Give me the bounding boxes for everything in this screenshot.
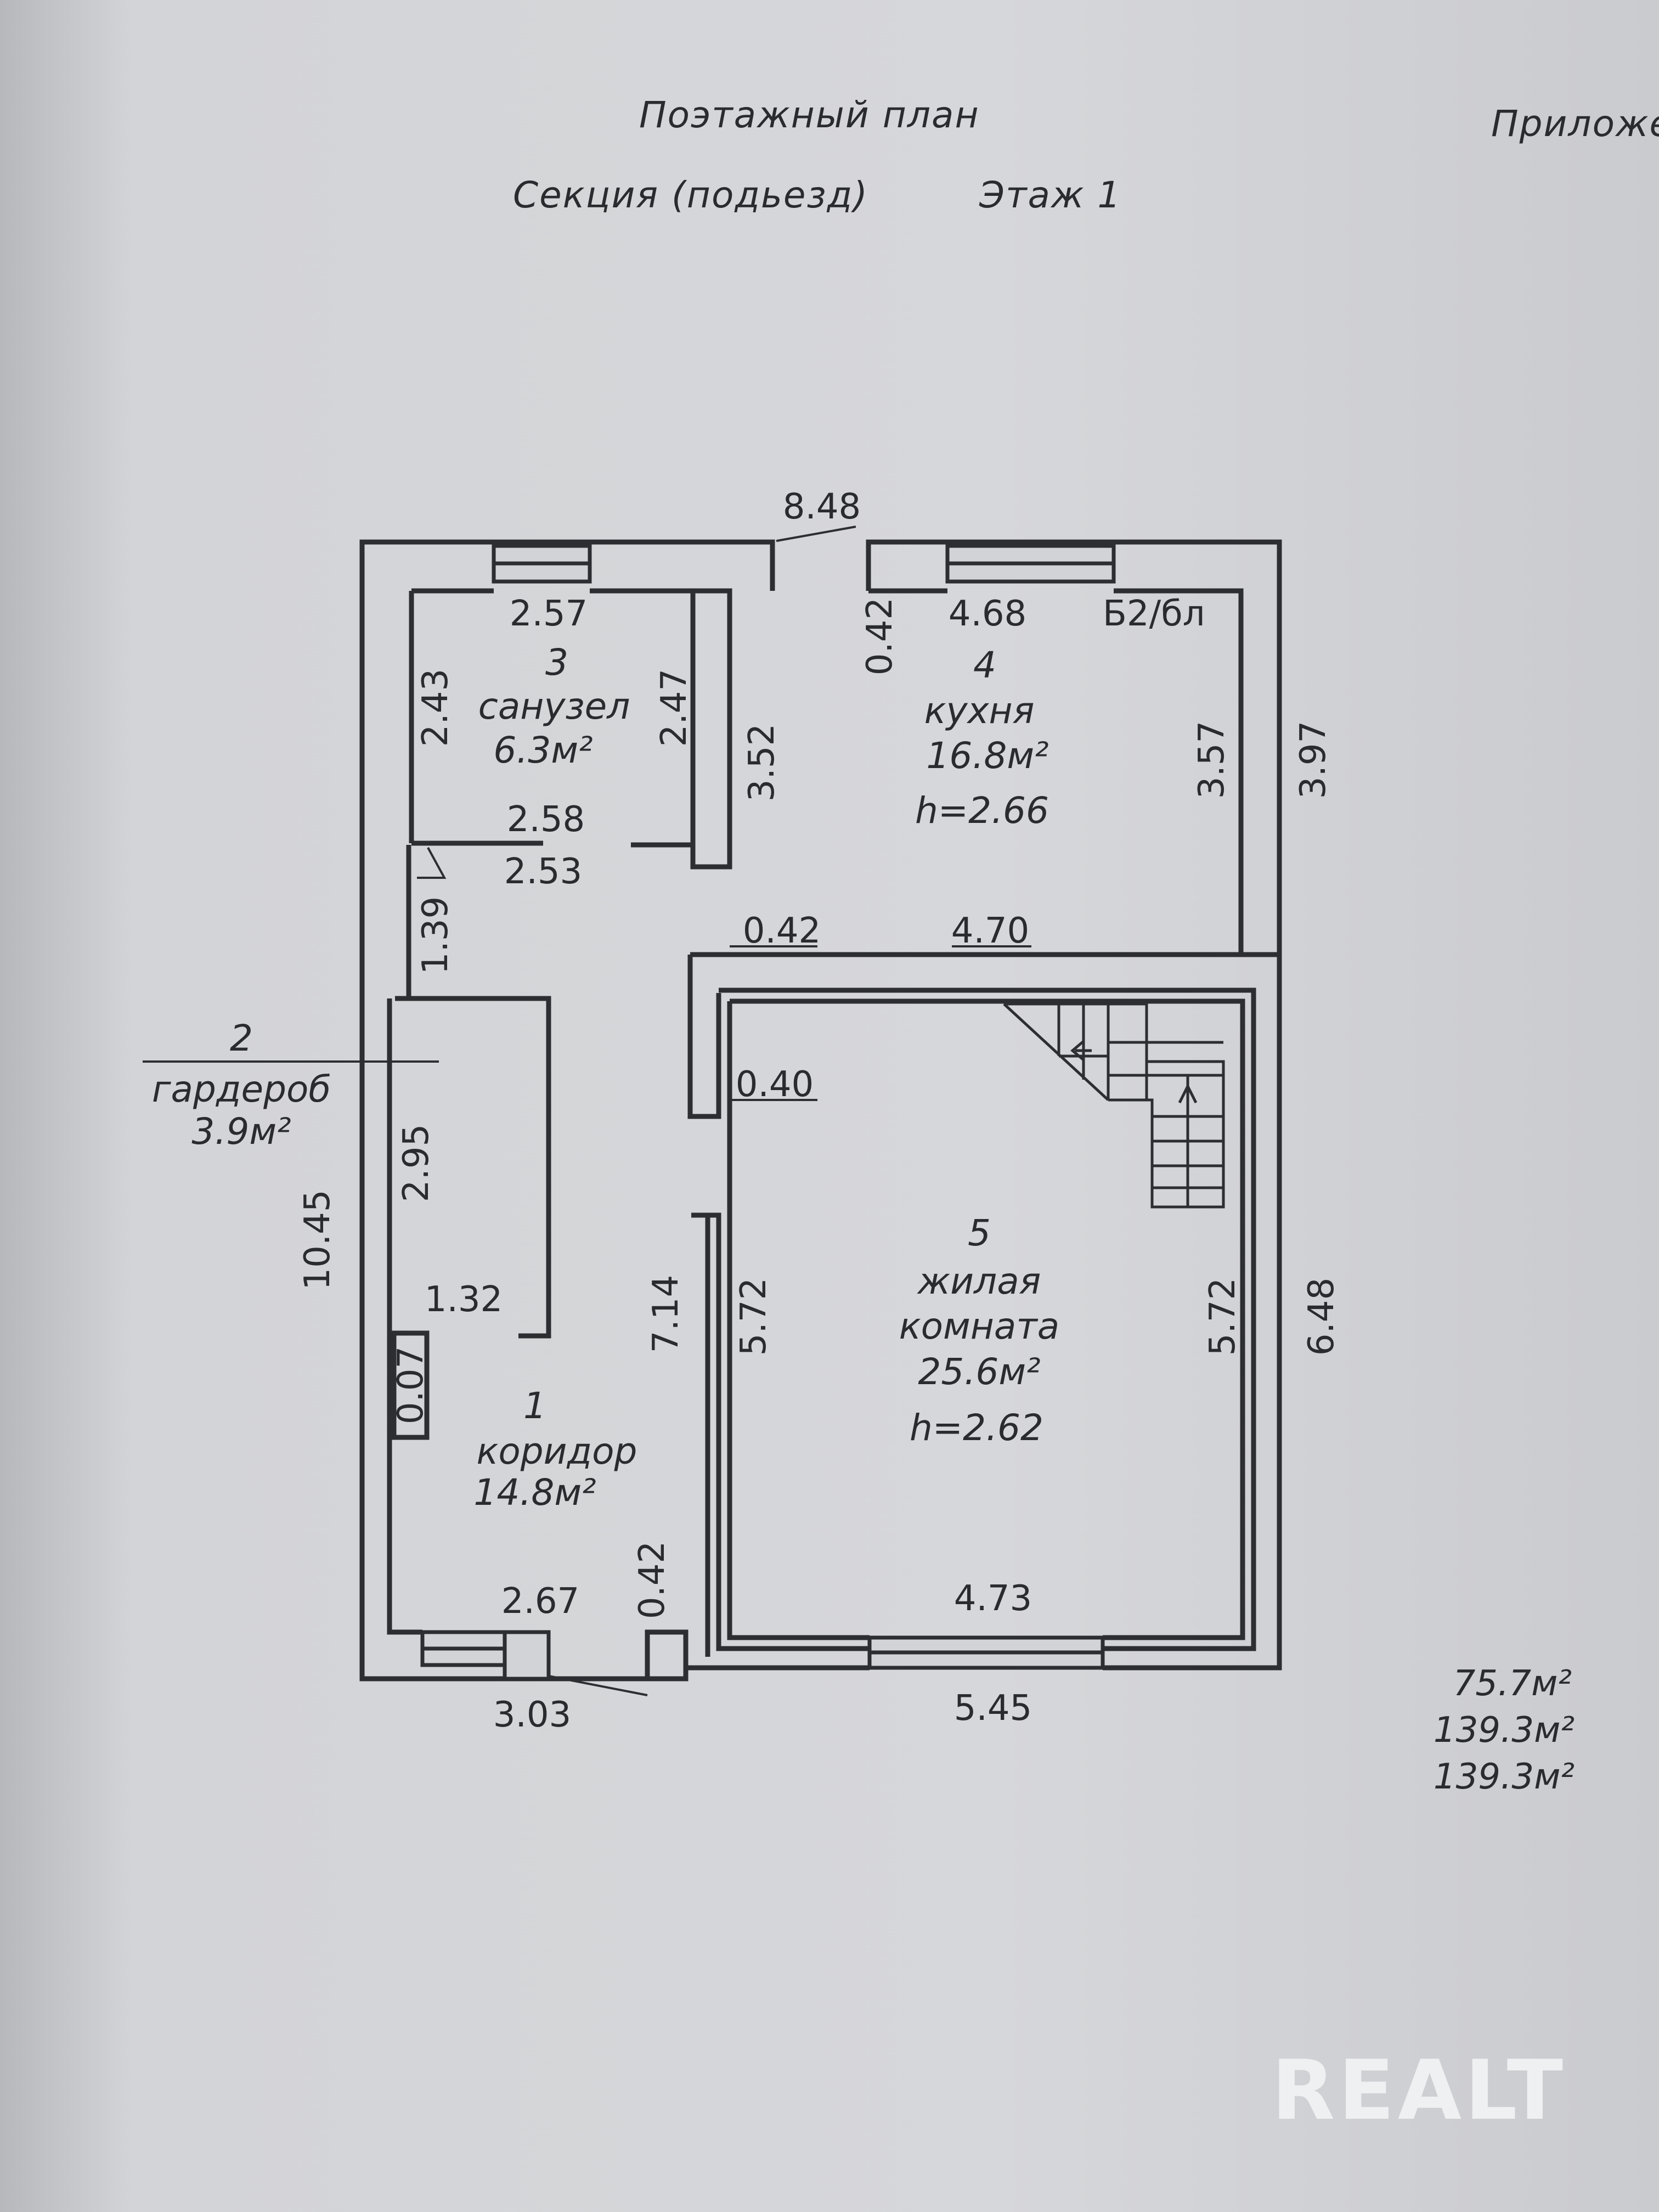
room-4-area: 16.8м² — [926, 735, 1048, 777]
dim-partition: 3.52 — [742, 724, 782, 802]
dim-corr-295: 2.95 — [396, 1124, 437, 1203]
dim-mid-wall: 0.42 — [743, 911, 821, 951]
dim-bath-bottom: 2.58 — [507, 799, 585, 840]
room-labels: 1 коридор 14.8м² 2 гардероб 3.9м² 3 сану… — [152, 594, 1205, 1514]
room-2-name: гардероб — [152, 1068, 331, 1110]
dim-corr-007: 0.07 — [391, 1346, 431, 1425]
total-area-2: 139.3м² — [1434, 1710, 1575, 1751]
dim-bath-right: 2.47 — [654, 669, 695, 747]
room-1-number: 1 — [523, 1385, 546, 1427]
room-3-area: 6.3м² — [493, 729, 592, 771]
dim-wall-040: 0.40 — [736, 1064, 814, 1105]
area-totals: 75.7м² 139.3м² 139.3м² — [1434, 1663, 1575, 1797]
total-area-3: 139.3м² — [1434, 1757, 1575, 1797]
dim-bottom-left: 3.03 — [493, 1695, 572, 1735]
room-4-name: кухня — [924, 690, 1035, 732]
dim-living-bottom: 4.73 — [954, 1578, 1032, 1619]
bath-top-wall-2 — [590, 588, 732, 870]
room-5-number: 5 — [968, 1212, 991, 1254]
dim-living-left: 5.72 — [733, 1278, 774, 1356]
outer-wall-left-top — [359, 539, 775, 1681]
kitchen-inner-right — [1114, 588, 1244, 955]
dim-kitchen-right: 3.57 — [1192, 721, 1232, 799]
dim-living-right: 5.72 — [1203, 1278, 1243, 1356]
living-frame-bottom-inner — [727, 1001, 870, 1640]
wardrobe-wall — [395, 996, 551, 1339]
room-5-name-line2: комната — [899, 1305, 1060, 1347]
dimensions-horizontal: 8.48 2.57 4.68 2.58 2.53 0.42 4.70 0.40 … — [425, 487, 1032, 1735]
dim-overall-left: 10.45 — [297, 1189, 338, 1290]
room-5-area: 25.6м² — [918, 1351, 1040, 1393]
dim-bottom-right: 5.45 — [954, 1688, 1032, 1729]
room-1-name: коридор — [477, 1430, 637, 1472]
corridor-pier — [503, 1630, 551, 1681]
living-left-top — [687, 955, 721, 1119]
dim-corr-132: 1.32 — [425, 1279, 503, 1320]
dim-right-upper: 3.97 — [1293, 721, 1334, 799]
room-3-name: санузел — [478, 685, 630, 727]
living-frame-inner — [730, 998, 1245, 1640]
dim-below-bath: 2.53 — [504, 851, 583, 892]
plan-title: Поэтажный план — [639, 94, 980, 136]
room-4-number: 4 — [973, 644, 996, 686]
outer-wall-right — [866, 539, 1282, 1671]
room-4-height: h=2.66 — [915, 789, 1049, 832]
floor-label: Этаж 1 — [979, 174, 1121, 216]
room-4-note: Б2/бл — [1103, 594, 1205, 634]
wardrobe-door-frame — [391, 1330, 430, 1440]
realt-watermark-logo: REALT — [1272, 2043, 1566, 2138]
living-frame-outer — [719, 988, 1256, 1651]
dim-corr-bottom: 2.67 — [501, 1581, 580, 1622]
room-5-name-line1: жилая — [917, 1260, 1041, 1302]
inner-wall-left-low — [387, 998, 422, 1635]
room-5-height: h=2.62 — [910, 1407, 1043, 1449]
section-label: Секция (подьезд) — [513, 174, 868, 216]
dim-bottom-wall: 0.42 — [632, 1541, 673, 1620]
windows — [420, 544, 1116, 1681]
room-1-area: 14.8м² — [473, 1471, 596, 1514]
appendix-label: Приложе — [1491, 103, 1659, 145]
dim-corr-714: 7.14 — [646, 1275, 686, 1353]
dim-overall-top: 8.48 — [783, 487, 861, 527]
bottom-wall-pier — [645, 1629, 689, 1681]
staircase-icon — [1003, 1002, 1225, 1209]
room-3-number: 3 — [545, 641, 568, 684]
total-area-1: 75.7м² — [1453, 1663, 1572, 1704]
dim-right-lower: 6.48 — [1301, 1278, 1342, 1356]
room-2-area: 3.9м² — [191, 1110, 291, 1153]
dim-kitchen-bottom: 4.70 — [951, 911, 1030, 951]
dim-bath-top: 2.57 — [510, 594, 588, 634]
leader-lines — [143, 526, 1031, 1696]
living-frame-left — [691, 1212, 870, 1651]
dim-kitchen-wall: 0.42 — [860, 597, 900, 676]
room-2-number: 2 — [230, 1017, 253, 1059]
dim-wardrobe-height: 1.39 — [415, 896, 456, 975]
dim-bath-left: 2.43 — [415, 669, 456, 747]
dimensions-vertical: 10.45 2.43 2.47 3.52 0.42 3.57 3.97 1.39… — [297, 597, 1342, 1620]
walls — [359, 539, 1282, 1681]
dim-kitchen-top: 4.68 — [949, 594, 1027, 634]
